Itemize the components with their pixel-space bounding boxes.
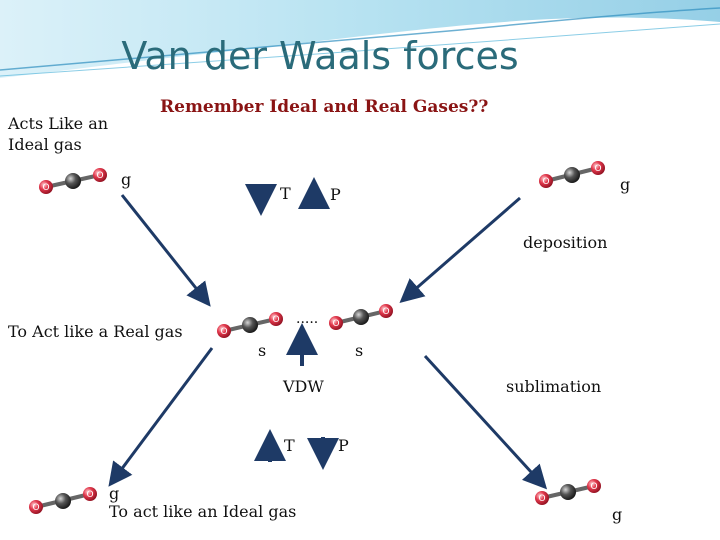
arrow-deposition (399, 196, 521, 303)
oxygen-atom-label: O (382, 307, 389, 317)
oxygen-atom-label: O (538, 494, 545, 504)
header-swoosh (0, 0, 720, 78)
vdw-label: VDW (283, 377, 324, 396)
gas-state-label: g (109, 484, 120, 503)
slide-subtitle: Remember Ideal and Real Gases?? (160, 97, 489, 117)
acts-like-ideal-label: Acts Like an Ideal gas (8, 114, 109, 154)
oxygen-atom-label: O (96, 171, 103, 181)
solid-state-label: s (355, 341, 364, 360)
oxygen-atom-label: O (220, 327, 227, 337)
slide-title: Van der Waals forces (121, 34, 519, 78)
co2-molecule-icon (39, 168, 107, 194)
oxygen-atom-label: O (272, 315, 279, 325)
solid-state-label: s (258, 341, 267, 360)
gas-state-label: g (121, 170, 132, 189)
oxygen-atom-label: O (590, 482, 597, 492)
oxygen-atom-label: O (32, 503, 39, 513)
pressure-label: P (338, 436, 349, 455)
co2-molecule-icon (29, 487, 97, 514)
deposition-label: deposition (523, 233, 608, 252)
oxygen-atom-label: O (332, 319, 339, 329)
to-act-real-label: To Act like a Real gas (8, 322, 183, 341)
temperature-label: T (280, 184, 291, 203)
arrow-sublimation (423, 354, 548, 490)
oxygen-atom-label: O (594, 164, 601, 174)
gas-state-label: g (620, 175, 631, 194)
oxygen-atom-label: O (542, 177, 549, 187)
sublimation-label: sublimation (506, 377, 602, 396)
oxygen-atom-label: O (42, 183, 49, 193)
co2-molecule-icon (329, 304, 393, 330)
co2-molecule-icon (217, 312, 283, 338)
to-act-ideal-label: To act like an Ideal gas (109, 502, 297, 521)
pressure-label: P (330, 185, 341, 204)
arrow-to-ideal (108, 347, 214, 487)
co2-molecule-icon (535, 479, 601, 505)
arrow-gas-to-solid (120, 194, 211, 307)
temperature-label: T (284, 436, 295, 455)
gas-state-label: g (612, 505, 623, 524)
oxygen-atom-label: O (86, 490, 93, 500)
co2-molecule-icon (539, 161, 605, 188)
